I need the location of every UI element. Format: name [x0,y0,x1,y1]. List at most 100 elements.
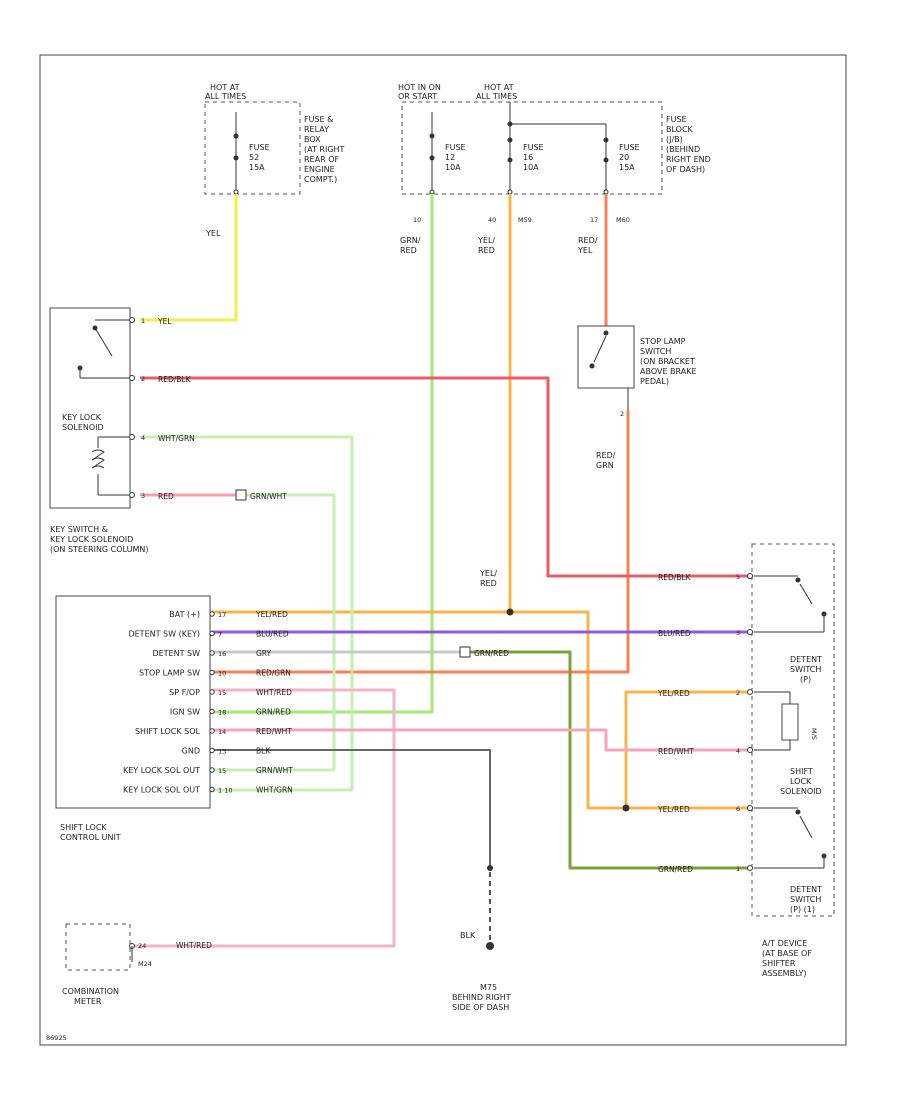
control-unit-row-label: SP F/OP [169,688,200,697]
svg-text:SOLENOID: SOLENOID [780,787,822,796]
svg-text:5: 5 [736,573,740,581]
svg-text:ASSEMBLY): ASSEMBLY) [762,969,806,978]
svg-text:(AT RIGHT: (AT RIGHT [304,145,345,154]
control-unit-wire-tag: BLK [256,747,271,756]
wire-pin-40: 40 [488,216,496,224]
control-unit-wire-tag: GRN/WHT [256,766,293,775]
stop-lamp-switch: STOP LAMP SWITCH (ON BRACKET ABOVE BRAKE… [577,325,697,410]
svg-text:6: 6 [736,805,740,813]
key-lock-solenoid-coil [91,449,105,469]
svg-text:ALL TIMES: ALL TIMES [476,92,517,101]
wire-grn-red-detent [470,650,748,870]
svg-text:DETENT: DETENT [790,655,822,664]
control-unit-pin-number: 18 [218,709,226,717]
wire-label-yel-red-lower-2: RED [480,579,497,588]
svg-text:SWITCH: SWITCH [790,895,821,904]
svg-text:STOP LAMP: STOP LAMP [640,337,686,346]
figure-id: 86925 [46,1034,67,1042]
control-unit-row-label: BAT (+) [169,610,200,619]
control-unit-pin [209,747,215,754]
control-unit-pin [209,708,215,715]
wire-grn-red [212,194,434,714]
control-unit-pin [209,650,215,656]
svg-text:BEHIND RIGHT: BEHIND RIGHT [452,993,511,1002]
control-unit-pin-number: 13 [218,748,226,756]
svg-text:15A: 15A [249,163,265,172]
svg-text:ENGINE: ENGINE [304,165,335,174]
detent-switch-contact [799,583,813,605]
svg-text:3: 3 [736,629,740,637]
wire-label-yel: YEL [205,229,221,238]
svg-text:WHT/RED: WHT/RED [176,941,212,950]
control-unit-pin-number: 10 [218,670,226,678]
svg-text:SWITCH: SWITCH [790,665,821,674]
control-unit-row-label: IGN SW [170,708,200,717]
svg-text:GRN/RED: GRN/RED [658,865,693,874]
control-unit-row-label: GND [182,747,200,756]
svg-text:BLOCK: BLOCK [666,125,694,134]
splice-yel-red-lower [622,804,630,812]
svg-text:SIDE OF DASH: SIDE OF DASH [452,1003,509,1012]
fuse-box-left-outline [204,101,301,195]
svg-text:1: 1 [736,865,740,873]
at-device-outline [751,543,835,917]
fuse-terminal [233,155,239,161]
control-unit-pin [209,689,215,695]
control-unit-wire-tag: RED/GRN [256,669,291,678]
svg-text:GRN/WHT: GRN/WHT [250,492,287,501]
wire-blk [212,749,491,868]
svg-text:SHIFTER: SHIFTER [762,959,796,968]
svg-text:(ON BRACKET: (ON BRACKET [640,357,695,366]
svg-text:OR START: OR START [398,92,437,101]
shift-lock-control-unit: SHIFT LOCK CONTROL UNIT GRN/RED BAT (+) 1… [55,595,509,842]
ground-point [486,942,494,950]
svg-text:WHT/GRN: WHT/GRN [158,434,195,443]
wire-pin-2: 2 [620,410,624,418]
control-unit-row-label: DETENT SW (KEY) [128,630,200,639]
svg-text:METER: METER [74,997,102,1006]
wire-label-red-yel-1: RED/ [578,236,598,245]
fuse-box-left: HOT AT ALL TIMES FUSE 52 15A FUSE & RELA… [204,83,345,195]
control-unit-wire-tag: WHT/GRN [256,786,293,795]
svg-text:COMBINATION: COMBINATION [62,987,119,996]
svg-text:RIGHT END: RIGHT END [666,155,711,164]
svg-text:FUSE: FUSE [249,143,270,152]
svg-text:RED/BLK: RED/BLK [658,573,692,582]
control-unit-wire-tag: WHT/RED [256,688,292,697]
control-unit-pin-number: 15 [218,767,226,775]
svg-text:YEL: YEL [157,317,172,326]
svg-text:3: 3 [141,492,145,500]
control-unit-wire-tag: GRN/RED [256,708,291,717]
svg-text:2: 2 [141,375,145,383]
svg-text:10A: 10A [523,163,539,172]
ground-m75: M75 BEHIND RIGHT SIDE OF DASH [452,983,511,1012]
control-unit-pin [209,669,215,676]
control-unit-pin-number: 1 10 [218,787,232,795]
svg-text:10A: 10A [445,163,461,172]
wire-red-blk [140,376,748,578]
ground-connector [487,865,493,871]
svg-text:M75: M75 [480,983,497,992]
svg-text:(P): (P) [800,675,811,684]
inline-connector [235,489,247,501]
svg-text:FUSE: FUSE [523,143,544,152]
svg-text:OF DASH): OF DASH) [666,165,705,174]
control-unit-pin [209,611,215,617]
svg-text:KEY SWITCH &: KEY SWITCH & [50,525,108,534]
svg-text:HOT AT: HOT AT [210,83,240,92]
inline-connector [459,646,471,658]
control-unit-pin-number: 7 [218,631,222,639]
key-switch-body [49,307,131,509]
fuse-box-right-outline [401,101,663,195]
svg-text:SHIFT LOCK: SHIFT LOCK [60,823,107,832]
svg-text:YEL/RED: YEL/RED [657,689,690,698]
combination-meter: 24 M24 WHT/RED COMBINATION METER [62,923,212,1006]
svg-text:(J/B): (J/B) [666,135,683,144]
svg-text:FUSE &: FUSE & [304,115,333,124]
key-lock-solenoid-label: KEY LOCK [62,413,102,422]
svg-text:BLU/RED: BLU/RED [658,629,691,638]
control-unit-row-label: DETENT SW [152,649,200,658]
wire-pin-m59: M59 [518,216,532,224]
combination-meter-outline [65,923,131,971]
svg-text:CONTROL UNIT: CONTROL UNIT [60,833,121,842]
